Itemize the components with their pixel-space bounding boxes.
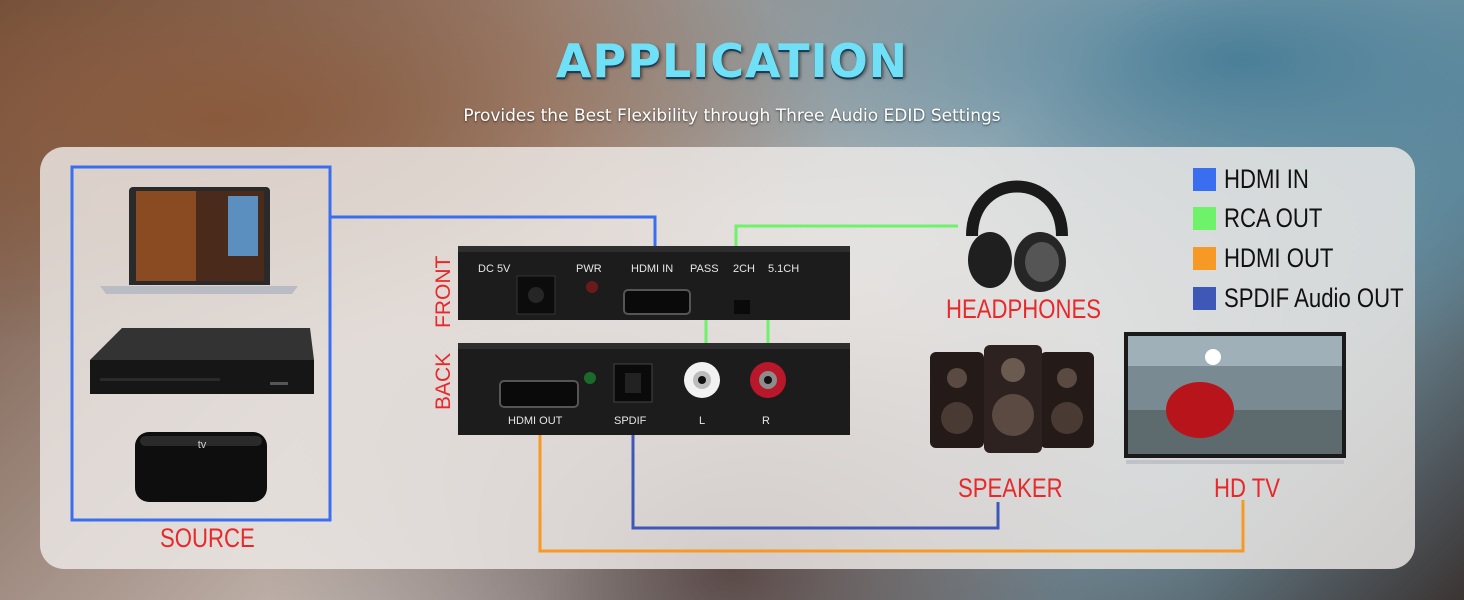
legend-swatch-rca-out xyxy=(1193,207,1216,230)
tv-box-brand: tv xyxy=(198,439,207,451)
power-led xyxy=(586,281,598,293)
port-label-dc5v: DC 5V xyxy=(478,263,511,275)
speakers-icon xyxy=(930,345,1094,453)
hdmi-out-port xyxy=(499,380,579,408)
converter-front-panel xyxy=(458,246,850,320)
hdmi-out-wire xyxy=(538,428,1245,553)
page-title: APPLICATION xyxy=(555,34,909,88)
legend-item-hdmi-in: HDMI IN xyxy=(1193,164,1328,195)
source-group-box xyxy=(70,165,332,522)
spdif-wire xyxy=(631,428,1000,530)
port-label-5-1ch: 5.1CH xyxy=(768,263,800,275)
legend-swatch-spdif xyxy=(1193,287,1216,310)
legend-item-rca-out: RCA OUT xyxy=(1193,203,1344,234)
port-label-l: L xyxy=(699,415,706,427)
legend-label-hdmi-in: HDMI IN xyxy=(1224,164,1309,194)
port-label-r: R xyxy=(762,415,770,427)
port-label-pass: PASS xyxy=(690,263,719,275)
port-label-hdmi-out: HDMI OUT xyxy=(508,415,563,427)
dvd-player-icon xyxy=(90,328,314,394)
page-subtitle: Provides the Best Flexibility through Th… xyxy=(463,106,1001,126)
legend-swatch-hdmi-in xyxy=(1193,168,1216,191)
port-label-spdif: SPDIF xyxy=(614,415,647,427)
converter-back-panel xyxy=(458,343,850,435)
headphones-icon xyxy=(966,180,1068,292)
source-label: SOURCE xyxy=(160,523,255,553)
legend-item-spdif: SPDIF Audio OUT xyxy=(1193,283,1443,314)
television-icon xyxy=(1124,332,1346,464)
port-label-hdmi-in: HDMI IN xyxy=(631,263,674,275)
edid-switch xyxy=(734,300,750,314)
status-led xyxy=(584,372,596,384)
back-label: BACK xyxy=(432,352,455,410)
front-label: FRONT xyxy=(432,255,455,328)
legend-label-rca-out: RCA OUT xyxy=(1224,203,1323,233)
speaker-label: SPEAKER xyxy=(958,473,1063,503)
legend-label-spdif: SPDIF Audio OUT xyxy=(1224,283,1404,313)
spdif-port xyxy=(613,363,653,403)
port-label-2ch: 2CH xyxy=(733,263,756,275)
hd-tv-label: HD TV xyxy=(1214,473,1281,503)
legend-swatch-hdmi-out xyxy=(1193,247,1216,270)
tv-box-icon: tv xyxy=(135,432,267,502)
laptop-icon xyxy=(100,187,298,294)
hdmi-in-port xyxy=(623,289,691,315)
port-label-pwr: PWR xyxy=(576,263,602,275)
legend-label-hdmi-out: HDMI OUT xyxy=(1224,243,1334,273)
headphones-label: HEADPHONES xyxy=(946,294,1102,324)
legend-item-hdmi-out: HDMI OUT xyxy=(1193,243,1357,274)
